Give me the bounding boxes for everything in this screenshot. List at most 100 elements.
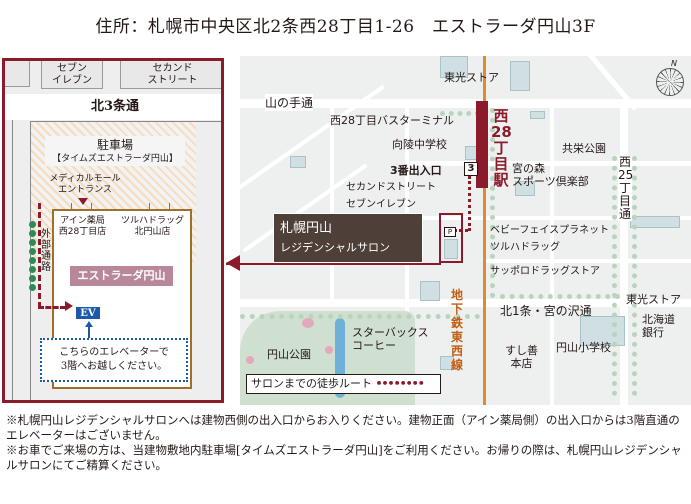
label-bus-terminal: 西28丁目バスターミナル (330, 114, 454, 127)
note-entrance: ※札幌円山レジデンシャルサロンへは建物西側の出入口からお入りください。建物正面（… (6, 413, 680, 442)
tree-row (612, 156, 617, 396)
building-name-estrada: エストラーダ円山 (70, 266, 173, 286)
building (530, 111, 545, 119)
entrance-line1: メディカルモール (49, 174, 121, 184)
legend-label: サロンまでの徒歩ルート (251, 377, 372, 390)
building-toko-north (440, 56, 468, 78)
entrance-line2: エントランス (58, 185, 112, 195)
label-line: 北海道 (642, 313, 675, 326)
shop-seven-eleven: セブン イレブン (41, 61, 103, 89)
up-arrow-icon (85, 321, 93, 327)
subway-line-label: 地下鉄東西線 (450, 288, 463, 372)
salon-callout: 札幌円山 レジデンシャルサロン (273, 213, 423, 263)
flower-bed (246, 356, 254, 364)
label-yamanote-road: 山の手通 (265, 94, 314, 111)
label-line: 本店 (510, 357, 533, 370)
label-line: スターバックス (352, 326, 429, 339)
road-yamanote (240, 99, 691, 108)
flower-bed (325, 346, 333, 354)
station-nishi28-block (476, 101, 488, 188)
label-nishi25-road: 西25丁目通 (618, 155, 634, 221)
tenant-tsuruha-drug: ツルハドラッグ 北円山店 (120, 216, 185, 238)
route-legend: サロンまでの徒歩ルート •••••••• (246, 374, 441, 394)
subway-tozai-line (483, 56, 486, 405)
compass-north-label: N (671, 59, 677, 68)
label-line: すし善 (505, 344, 538, 357)
building-inset-map: セブン イレブン セカンド ストリート 北3条通 駐車場 【タイムズエストラーダ… (2, 58, 224, 403)
road-kita1 (240, 299, 691, 307)
medical-mall-entrance: メディカルモール エントランス (45, 174, 125, 196)
sidewalk-strip (5, 120, 13, 400)
label-hokkaido-bank: 北海道 銀行 (642, 313, 675, 339)
tenant-line2: 北円山店 (134, 227, 171, 237)
shop-label-line1: セカンド (152, 63, 193, 74)
elevator-badge: EV (75, 306, 101, 320)
tenant-line1: アイン薬局 (60, 216, 105, 226)
shop-second-street: セカンド ストリート (120, 61, 221, 89)
flower-bed (302, 318, 314, 328)
building-sports-club (515, 181, 535, 196)
road-minor (550, 101, 554, 405)
label-starbucks: スターバックス コーヒー (352, 326, 429, 352)
parking-subtitle: 【タイムズエストラーダ円山】 (52, 154, 178, 164)
building-starbucks (440, 356, 454, 370)
tree-row (440, 111, 480, 116)
shop-label-line1: セブン (57, 63, 87, 74)
building-sapporo-drug (420, 281, 440, 301)
legend-dots-swatch: •••••••• (375, 377, 425, 390)
label-line: 銀行 (642, 326, 664, 339)
door-mark (169, 203, 170, 211)
shop-label-line2: ストリート (147, 75, 198, 86)
label-line: 宮の森 (512, 162, 545, 175)
shop-block-unnamed (5, 61, 30, 87)
connector-line (226, 263, 441, 265)
entrance-arrow-icon (78, 198, 88, 205)
compass-rose-icon (656, 68, 684, 96)
salon-name-line1: 札幌円山 (280, 221, 333, 236)
label-miyanomori-sports: 宮の森 スポーツ倶楽部 (512, 162, 589, 188)
label-toko-store-south: 東光ストア (626, 293, 681, 306)
external-walkway-label: 外部通路 (41, 229, 51, 273)
address-title: 住所：札幌市中央区北2条西28丁目1-26 エストラーダ円山3F (95, 17, 596, 37)
road-minor (485, 259, 691, 263)
building (630, 216, 680, 228)
label-baby-face-planet: ベビーフェイスプラネット (490, 225, 610, 236)
elevator-note-line1: こちらのエレベーターで (59, 347, 169, 358)
tenant-ain-pharmacy: アイン薬局 西28丁目店 (55, 216, 110, 238)
exit-label: 3番出入口 (390, 164, 442, 177)
tree-row (500, 294, 620, 299)
label-line: コーヒー (352, 339, 396, 352)
road-nishi25 (620, 101, 628, 405)
connector-arrow-icon (226, 255, 240, 271)
label-second-street: セカンドストリート (346, 182, 436, 193)
shop-label-line2: イレブン (52, 75, 92, 86)
door-mark (91, 203, 92, 211)
tenant-line2: 西28丁目店 (58, 227, 107, 237)
exit-3-badge: 3 (464, 162, 478, 176)
elevator-note-line2: 3階へお越しください。 (60, 361, 168, 372)
tree-row (490, 108, 495, 298)
pond (335, 318, 345, 398)
station-label: 西28丁目駅 (491, 107, 512, 189)
door-mark (71, 203, 72, 211)
label-tsuruha-drug: ツルハドラッグ (490, 242, 560, 253)
label-koryo-jhs: 向陵中学校 (392, 138, 447, 151)
label-toko-store-north: 東光ストア (444, 71, 499, 84)
road-minor (330, 101, 334, 301)
walking-route-dots (468, 176, 471, 231)
tree-row (29, 221, 37, 293)
label-kyoei-park: 共栄公園 (562, 142, 606, 155)
building (290, 156, 306, 168)
road-kita3: 北3条通 (5, 94, 221, 120)
route-arrow-icon (65, 301, 73, 311)
label-sapporo-drug: サッポロドラッグストア (490, 266, 600, 277)
area-map: 西28丁目駅 地下鉄東西線 3番出入口 3 P 東光ストア 山の手通 西28丁目… (240, 56, 691, 405)
road-minor (330, 216, 691, 220)
tree-row (632, 156, 637, 396)
label-maruyama-elementary: 円山小学校 (556, 341, 611, 354)
parking-title: 駐車場 (96, 138, 133, 152)
connector-line-vertical (439, 213, 441, 264)
label-line: スポーツ倶楽部 (512, 175, 589, 188)
walking-route-horizontal (38, 306, 66, 309)
elevator-note: こちらのエレベーターで 3階へお越しください。 (40, 338, 188, 382)
